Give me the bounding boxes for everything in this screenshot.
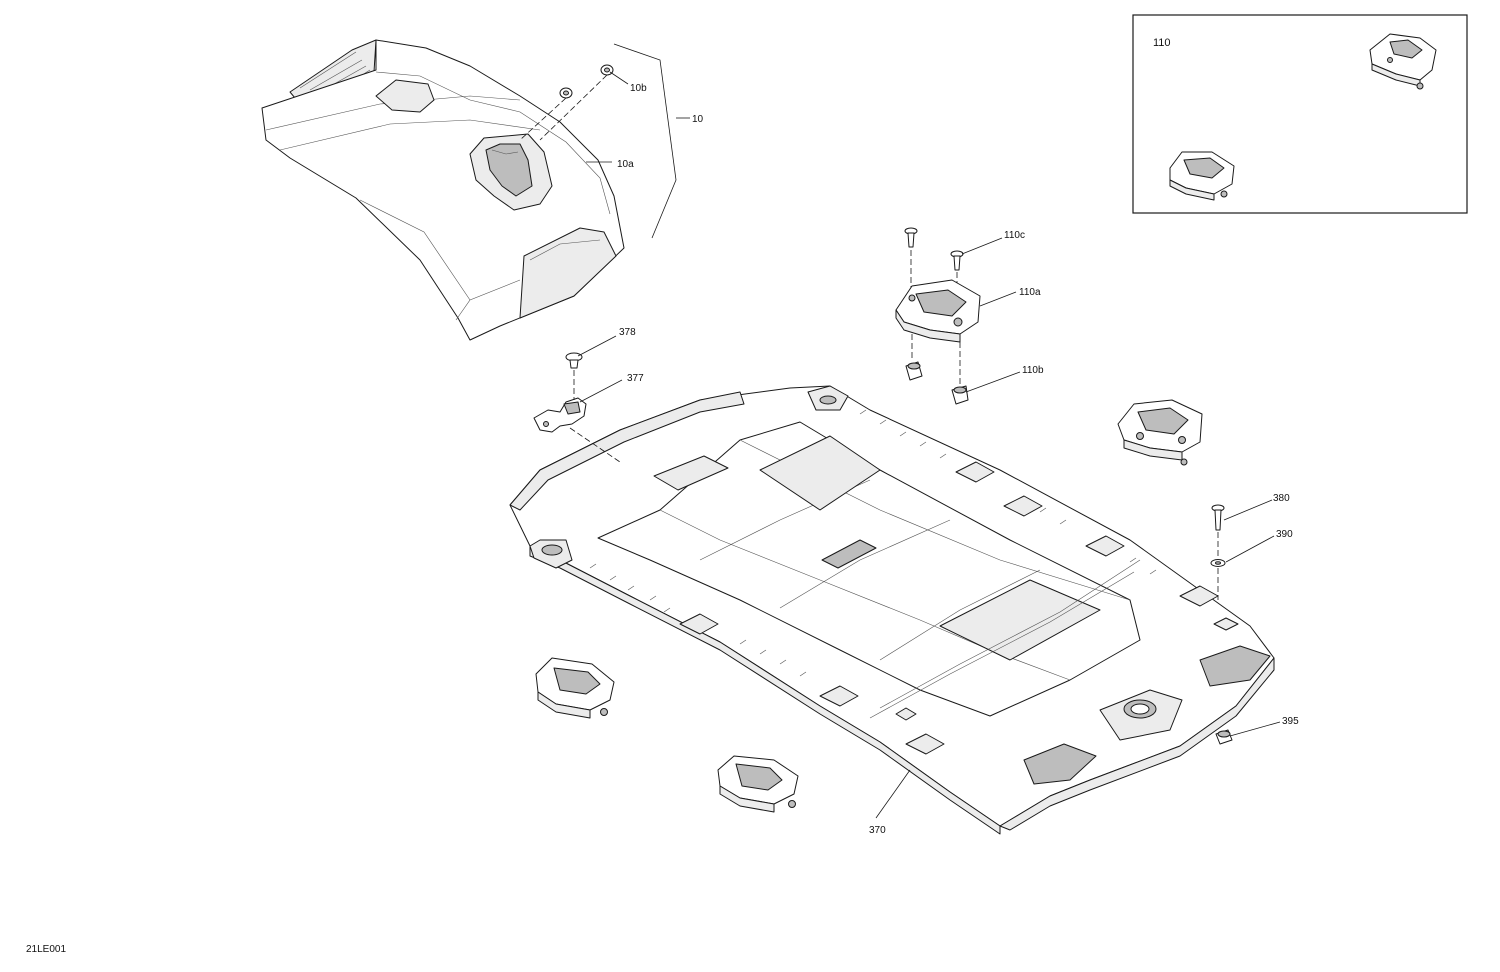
floor-panel-370 xyxy=(509,385,1275,835)
callout-377: 377 xyxy=(627,373,644,384)
tie-down-110a xyxy=(895,279,981,343)
screw-380 xyxy=(1211,504,1225,556)
washer-390 xyxy=(1210,559,1226,600)
screws-10b xyxy=(519,64,614,141)
callout-380: 380 xyxy=(1273,493,1290,504)
tie-down-assembled-front xyxy=(717,755,799,813)
callout-370: 370 xyxy=(869,825,886,836)
callout-10: 10 xyxy=(692,114,704,125)
figure-id: 21LE001 xyxy=(26,944,66,955)
tie-down-assembled-left xyxy=(535,657,615,719)
callout-378: 378 xyxy=(619,327,636,338)
screws-110c xyxy=(904,227,964,300)
callout-395: 395 xyxy=(1282,716,1299,727)
callout-110b: 110b xyxy=(1022,365,1044,376)
callout-10b: 10b xyxy=(630,83,647,94)
nuts-110b xyxy=(905,334,969,405)
tie-down-assembled-right xyxy=(1117,399,1203,466)
clamp-377 xyxy=(533,397,587,433)
inset-frame xyxy=(1132,14,1468,214)
nut-395 xyxy=(1215,729,1233,745)
callout-390: 390 xyxy=(1276,529,1293,540)
inset-tie-down-rear xyxy=(1369,33,1437,90)
inset-label: 110 xyxy=(1153,37,1171,49)
screw-378 xyxy=(565,352,621,463)
callout-10a: 10a xyxy=(617,159,634,170)
inset-tie-down-front xyxy=(1169,151,1235,201)
callout-110a: 110a xyxy=(1019,287,1041,298)
bracket-10 xyxy=(613,43,677,239)
callout-110c: 110c xyxy=(1004,230,1025,241)
leader-lines xyxy=(577,71,1281,819)
cover-10a xyxy=(261,39,625,341)
